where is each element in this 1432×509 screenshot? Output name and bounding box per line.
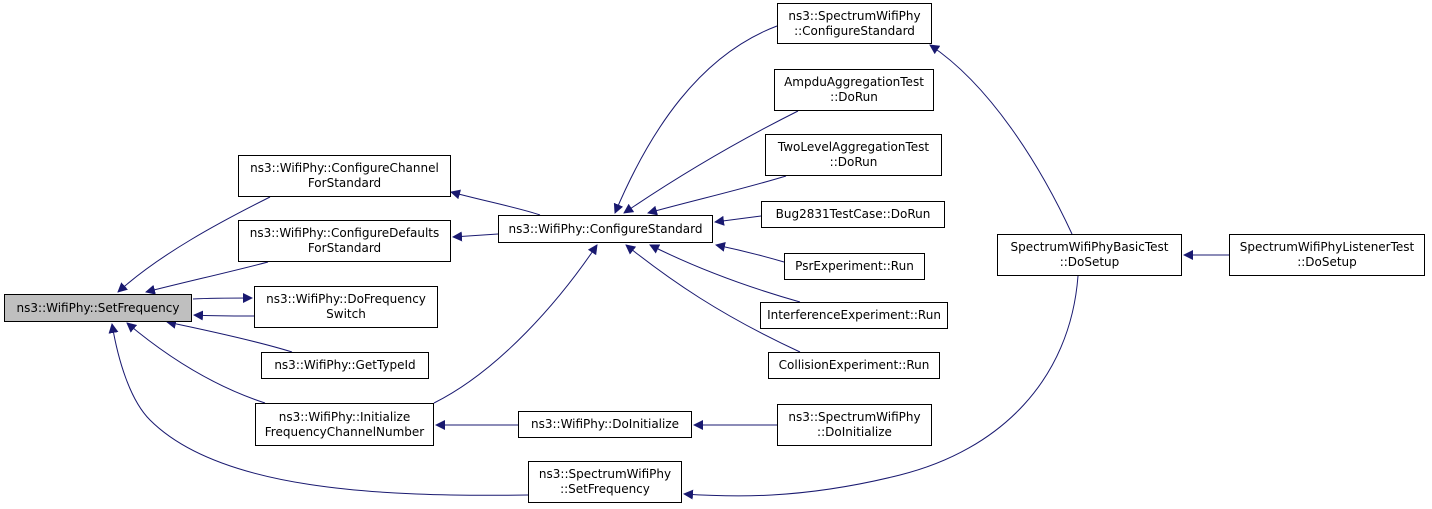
edge-collision-to-cfgstd bbox=[625, 244, 801, 353]
edge-interf-to-cfgstd bbox=[649, 244, 801, 303]
node-label-line: ns3::WifiPhy::ConfigureStandard bbox=[508, 221, 703, 236]
node-label-line: AmpduAggregationTest bbox=[784, 75, 924, 89]
node-swp_setfreq[interactable]: ns3::SpectrumWifiPhy::SetFrequency bbox=[528, 461, 682, 503]
node-label-line: ForStandard bbox=[307, 176, 382, 190]
node-label-line: SpectrumWifiPhyListenerTest bbox=[1239, 240, 1415, 254]
edge-cfgstd-to-cfgdef bbox=[452, 231, 499, 242]
edge-setfreq-to-dofreq bbox=[192, 293, 253, 304]
node-label-line: ns3::SpectrumWifiPhy bbox=[538, 467, 672, 481]
node-label-line: ForStandard bbox=[307, 241, 382, 255]
edge-initfcn-to-setfreq bbox=[126, 322, 266, 404]
node-label-line: ns3::WifiPhy::DoFrequency bbox=[266, 292, 426, 306]
edge-basictest-to-swp_setfreq bbox=[683, 275, 1079, 500]
node-swp_doinit[interactable]: ns3::SpectrumWifiPhy::DoInitialize bbox=[777, 404, 932, 446]
edge-cfgdef-to-setfreq bbox=[145, 261, 269, 295]
node-label-line: Switch bbox=[326, 307, 366, 321]
node-label-line: ns3::SpectrumWifiPhy bbox=[788, 410, 921, 424]
node-doinit[interactable]: ns3::WifiPhy::DoInitialize bbox=[518, 411, 692, 438]
node-label-line: Bug2831TestCase::DoRun bbox=[775, 207, 931, 221]
edge-cfgchan-to-setfreq bbox=[117, 196, 271, 293]
node-label-line: ns3::WifiPhy::GetTypeId bbox=[274, 358, 416, 372]
node-label-line: TwoLevelAggregationTest bbox=[777, 140, 930, 154]
node-ampdu[interactable]: AmpduAggregationTest::DoRun bbox=[774, 69, 934, 111]
edge-basictest-to-swp_cfgstd bbox=[929, 44, 1073, 235]
node-label-line: ::SetFrequency bbox=[560, 482, 650, 496]
edge-ampdu-to-cfgstd bbox=[623, 110, 799, 214]
node-label-line: CollisionExperiment::Run bbox=[778, 358, 930, 372]
node-label-line: ns3::WifiPhy::SetFrequency bbox=[16, 300, 180, 315]
node-label-line: SpectrumWifiPhyBasicTest bbox=[1010, 240, 1169, 254]
edge-dofreq-to-setfreq bbox=[193, 310, 255, 321]
node-bug2831[interactable]: Bug2831TestCase::DoRun bbox=[761, 201, 945, 228]
node-label-line: InterferenceExperiment::Run bbox=[767, 308, 941, 322]
edge-swp_setfreq-to-setfreq bbox=[108, 323, 529, 496]
edge-typeid-to-setfreq bbox=[166, 318, 293, 353]
node-listenertest[interactable]: SpectrumWifiPhyListenerTest::DoSetup bbox=[1229, 234, 1425, 276]
node-label-line: ::ConfigureStandard bbox=[794, 23, 915, 38]
node-collision[interactable]: CollisionExperiment::Run bbox=[768, 352, 940, 379]
node-setfreq: ns3::WifiPhy::SetFrequency bbox=[4, 294, 192, 322]
node-interf[interactable]: InterferenceExperiment::Run bbox=[760, 302, 948, 329]
edge-psr-to-cfgstd bbox=[715, 241, 785, 263]
node-label-line: ns3::WifiPhy::Initialize bbox=[278, 409, 411, 424]
node-label-line: ::DoSetup bbox=[1059, 255, 1120, 269]
node-label-line: ::DoRun bbox=[829, 155, 878, 169]
edge-bug2831-to-cfgstd bbox=[714, 215, 762, 226]
edge-cfgstd-to-cfgchan bbox=[450, 189, 541, 216]
node-label-line: FrequencyChannelNumber bbox=[264, 424, 425, 439]
edge-initfcn-to-cfgstd bbox=[433, 244, 598, 404]
edge-swp_cfgstd-to-cfgstd bbox=[613, 25, 778, 214]
node-psr[interactable]: PsrExperiment::Run bbox=[784, 253, 925, 280]
edge-twolevel-to-cfgstd bbox=[647, 175, 787, 216]
node-label-line: ns3::WifiPhy::DoInitialize bbox=[530, 417, 680, 431]
node-label-line: PsrExperiment::Run bbox=[795, 259, 914, 273]
node-label-line: ns3::WifiPhy::ConfigureChannel bbox=[250, 161, 439, 175]
node-label-line: ::DoSetup bbox=[1297, 255, 1357, 269]
node-typeid[interactable]: ns3::WifiPhy::GetTypeId bbox=[261, 352, 429, 379]
node-label-line: ::DoRun bbox=[830, 90, 878, 104]
node-cfgstd[interactable]: ns3::WifiPhy::ConfigureStandard bbox=[498, 215, 713, 243]
node-swp_cfgstd[interactable]: ns3::SpectrumWifiPhy::ConfigureStandard bbox=[777, 3, 932, 44]
node-label-line: ::DoInitialize bbox=[817, 425, 892, 439]
node-basictest[interactable]: SpectrumWifiPhyBasicTest::DoSetup bbox=[997, 234, 1182, 276]
node-label-line: ns3::WifiPhy::ConfigureDefaults bbox=[249, 226, 440, 240]
node-twolevel[interactable]: TwoLevelAggregationTest::DoRun bbox=[765, 134, 942, 176]
node-label-line: ns3::SpectrumWifiPhy bbox=[788, 8, 921, 23]
